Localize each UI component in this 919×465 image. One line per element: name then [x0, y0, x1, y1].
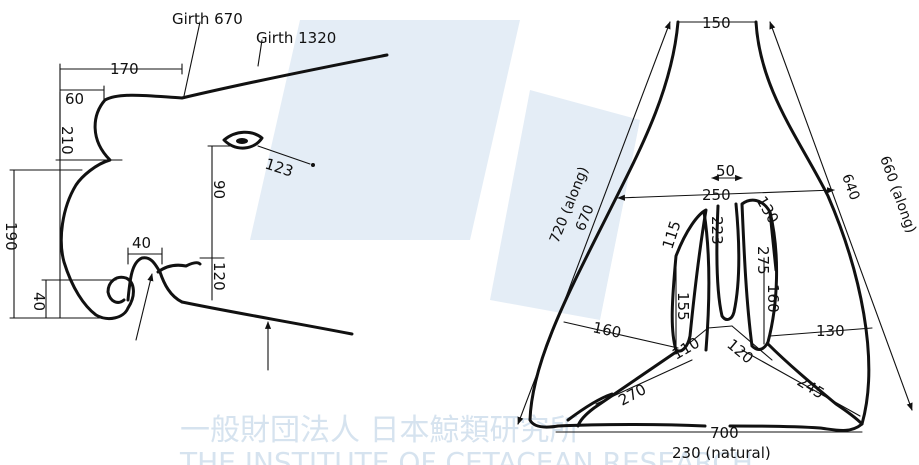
fluke-outline-right	[728, 20, 871, 432]
head-outline-lower	[180, 300, 354, 336]
watermark-line-1: 一般財団法人 日本鯨類研究所	[180, 413, 580, 448]
label-dim-160-left: 160	[591, 318, 623, 342]
label-dim-170: 170	[110, 60, 139, 78]
inner-shape-left	[670, 208, 708, 353]
label-dim-90: 90	[210, 180, 228, 199]
label-dim-155: 155	[674, 292, 692, 321]
ear-dot	[311, 163, 315, 167]
lip-curl	[156, 261, 202, 274]
head-outline-upper	[59, 53, 389, 320]
label-dim-275: 275	[754, 246, 772, 275]
lower-lobe-slash	[566, 392, 614, 422]
eye-outline	[222, 130, 264, 150]
inner-shape-left-lobe	[702, 210, 711, 352]
left-dimension-lines	[9, 21, 311, 371]
label-dim-250: 250	[702, 186, 731, 204]
label-girth-1320: Girth 1320	[256, 29, 336, 47]
label-dim-210: 210	[58, 126, 76, 155]
label-dim-120: 120	[210, 262, 228, 291]
inner-shape-right	[740, 198, 779, 351]
left-figure-head-profile: Girth 670 Girth 1320 170 60 210 190 40 4…	[2, 10, 389, 371]
right-dimension-lines	[517, 21, 913, 433]
head-outline-notch	[126, 256, 184, 304]
label-dim-230-natural: 230 (natural)	[672, 444, 771, 462]
label-dim-40-top: 40	[132, 234, 151, 252]
label-dim-130-right: 130	[816, 322, 845, 340]
label-dim-270: 270	[615, 380, 649, 409]
eye-pupil	[236, 138, 248, 144]
label-dim-40-bottom: 40	[30, 292, 48, 311]
label-dim-130-top: 130	[753, 193, 783, 227]
watermark-logo-shape	[250, 20, 520, 240]
label-dim-60: 60	[65, 90, 84, 108]
label-dim-700: 700	[710, 424, 739, 442]
label-dim-50: 50	[716, 162, 735, 180]
label-dim-160-inner: 160	[764, 284, 782, 313]
inner-shape-center	[715, 202, 741, 321]
label-dim-245: 245	[794, 372, 828, 402]
label-dim-640: 640	[838, 172, 862, 203]
label-dim-223: 223	[708, 216, 726, 245]
watermark-line-2: THE INSTITUTE OF CETACEAN RESEARCH	[179, 446, 753, 465]
label-dim-660-along: 660 (along)	[876, 154, 919, 235]
label-girth-670: Girth 670	[172, 10, 243, 28]
label-dim-150: 150	[702, 14, 731, 32]
label-dim-190: 190	[2, 222, 20, 251]
